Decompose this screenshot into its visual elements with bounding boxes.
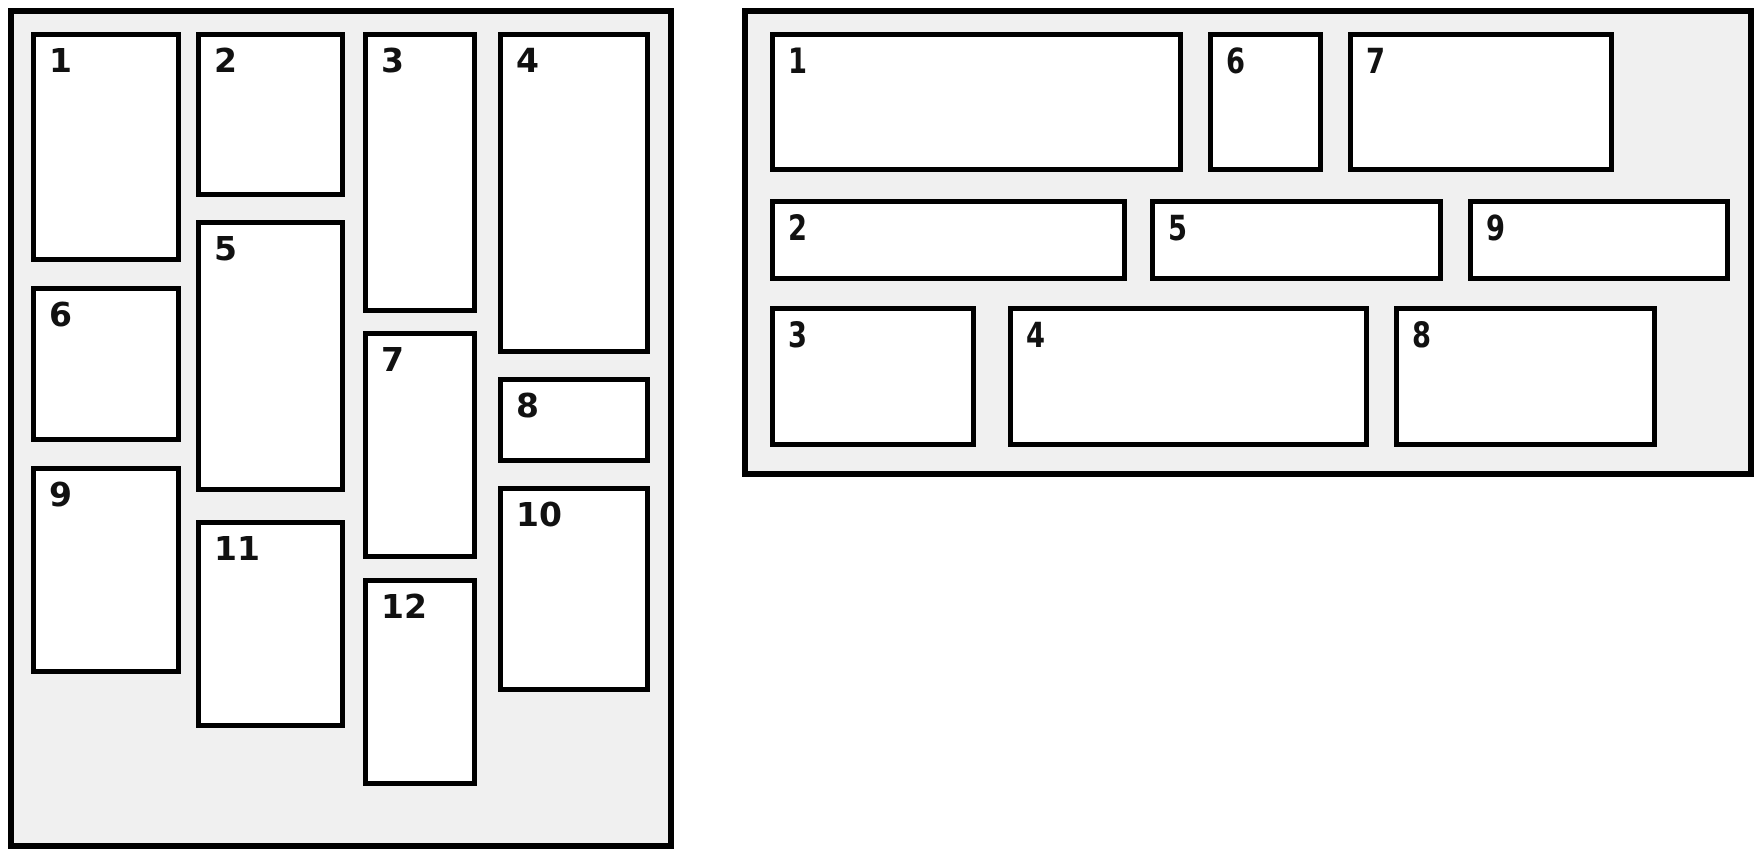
masonry-item-2: 2 <box>196 32 345 197</box>
item-label: 5 <box>1168 209 1188 249</box>
item-label: 7 <box>1366 42 1386 82</box>
item-label: 12 <box>381 587 427 626</box>
item-label: 3 <box>381 41 404 80</box>
masonry-item-1: 1 <box>31 32 181 262</box>
masonry-item-11: 11 <box>196 520 345 728</box>
masonry-item-6: 6 <box>31 286 181 442</box>
masonry-item-12: 12 <box>363 578 477 786</box>
item-label: 10 <box>516 495 562 534</box>
horizontal-masonry-panel: 1 6 7 2 5 9 3 4 8 <box>742 8 1754 477</box>
masonry-item-6: 6 <box>1208 32 1323 172</box>
item-label: 7 <box>381 340 404 379</box>
masonry-item-5: 5 <box>196 220 345 492</box>
masonry-item-8: 8 <box>1394 306 1657 447</box>
item-label: 3 <box>788 316 808 356</box>
masonry-item-7: 7 <box>1348 32 1614 172</box>
item-label: 9 <box>1486 209 1506 249</box>
item-label: 1 <box>788 42 808 82</box>
item-label: 6 <box>49 295 72 334</box>
masonry-item-4: 4 <box>498 32 650 354</box>
item-label: 2 <box>788 209 808 249</box>
masonry-item-3: 3 <box>770 306 976 447</box>
item-label: 4 <box>516 41 539 80</box>
item-label: 4 <box>1026 316 1046 356</box>
masonry-item-2: 2 <box>770 199 1127 281</box>
item-label: 6 <box>1226 42 1246 82</box>
masonry-item-5: 5 <box>1150 199 1443 281</box>
masonry-item-9: 9 <box>1468 199 1730 281</box>
item-label: 5 <box>214 229 237 268</box>
masonry-item-9: 9 <box>31 466 181 674</box>
masonry-item-1: 1 <box>770 32 1183 172</box>
item-label: 8 <box>1412 316 1432 356</box>
item-label: 9 <box>49 475 72 514</box>
item-label: 8 <box>516 386 539 425</box>
masonry-item-8: 8 <box>498 377 650 463</box>
item-label: 1 <box>49 41 72 80</box>
item-label: 11 <box>214 529 260 568</box>
masonry-item-7: 7 <box>363 331 477 559</box>
masonry-item-10: 10 <box>498 486 650 692</box>
masonry-item-4: 4 <box>1008 306 1369 447</box>
masonry-item-3: 3 <box>363 32 477 313</box>
item-label: 2 <box>214 41 237 80</box>
